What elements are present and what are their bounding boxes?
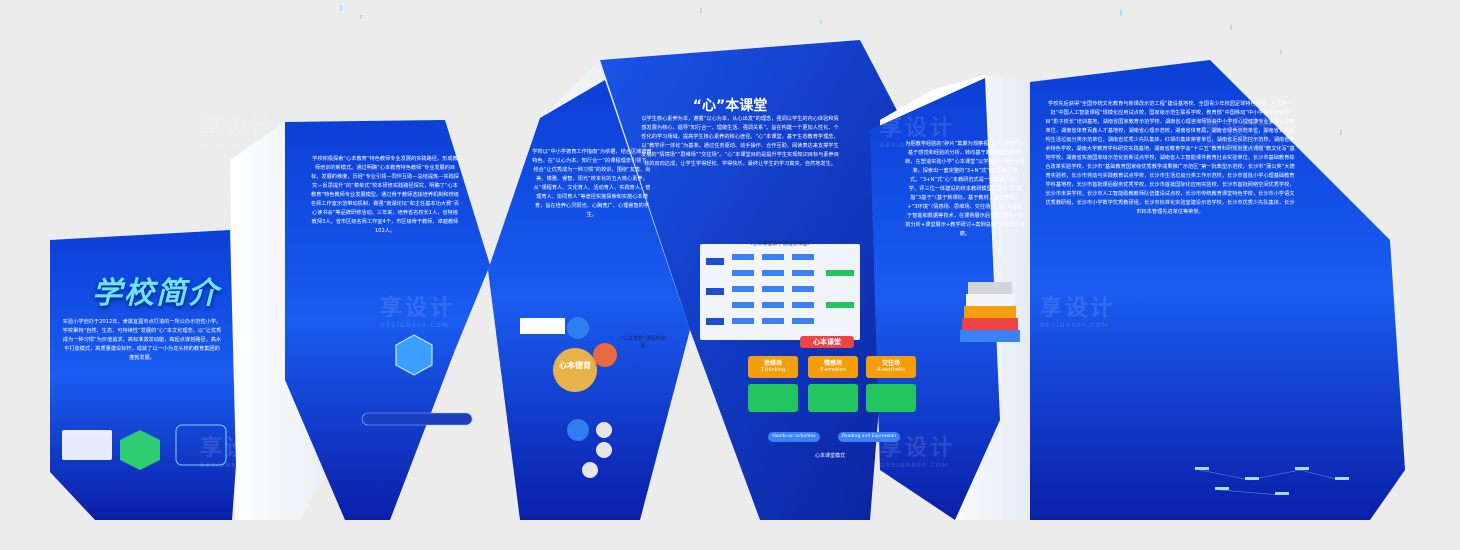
bottom-left-label: Hands-on activities xyxy=(768,432,820,442)
moral-diagram-center: 心本德育 xyxy=(559,361,591,370)
flowchart-caption: 《心本课堂教学流程思维图》 xyxy=(747,241,813,247)
watermark-text: 享设计 xyxy=(200,116,276,141)
watermark: 享设计 DESIGN006.COM xyxy=(380,290,455,329)
panel-3-body: 学校以“中小学德育工作指南”为依据，结合区域德育特色，在“以心为本，知行合一”的… xyxy=(532,149,652,218)
bottom-right-label: Reading and Expression xyxy=(838,432,900,442)
panel-4-title: “心”本课堂 xyxy=(692,98,768,114)
watermark: 享设计 DESIGN006.COM xyxy=(880,110,955,149)
field-en: A-aesthetic xyxy=(876,367,906,373)
watermark-text: 享设计 xyxy=(380,296,456,321)
field-en: T-thinking xyxy=(760,367,786,373)
green-box-1 xyxy=(748,384,798,412)
field-en: E-emotion xyxy=(820,367,846,373)
bottom-caption: 心本课堂模式 xyxy=(814,453,845,459)
watermark-sub: DESIGN006.COM xyxy=(880,462,949,469)
panel-4-body: 以学生核心素养为本，遵循“以心为本，从心出发”的理念，强调以学生的内心体验和情感… xyxy=(641,116,839,167)
watermark: 享设计 DESIGN006.COM xyxy=(1200,110,1275,149)
panel-1-body: 实验小学创办于2012年，隶属宜昌市点打造的一所公办示范性小学。学校秉持“自然、… xyxy=(62,319,222,361)
watermark-sub: DESIGN006.COM xyxy=(880,142,949,149)
moral-diagram-caption: “心本德育”课程构架图 xyxy=(620,336,666,349)
watermark-sub: DESIGN006.COM xyxy=(380,322,449,329)
watermark-sub: DESIGN006.COM xyxy=(1040,322,1109,329)
field-cn: 交往场 xyxy=(881,360,900,367)
watermark-text: 享设计 xyxy=(1200,116,1276,141)
green-box-3 xyxy=(866,384,916,412)
class-center-label: 心本课堂 xyxy=(800,336,854,348)
panel-6-body: 学校先后获得“全国传统文化教育与新课改示范工程”建设基地校、全国青少年校园足球特… xyxy=(1045,101,1295,215)
watermark-text: 享设计 xyxy=(1040,296,1116,321)
watermark: 享设计 DESIGN006.COM xyxy=(200,430,275,469)
green-box-2 xyxy=(808,384,858,412)
watermark-sub: DESIGN006.COM xyxy=(1200,142,1269,149)
panel-6-shape xyxy=(1030,60,1405,520)
watermark: 享设计 DESIGN006.COM xyxy=(1040,290,1115,329)
watermark-sub: DESIGN006.COM xyxy=(200,462,269,469)
watermark: 享设计 DESIGN006.COM xyxy=(200,110,275,149)
moral-center-circle xyxy=(553,348,597,392)
panel-3-shape xyxy=(488,80,690,520)
panel-2-body: 学校积极探索“心本教育”特色教师专业发展的实践路径，形成教师培训的新模式。通过明… xyxy=(310,156,460,234)
panel-2-shape xyxy=(285,120,490,520)
panel-1-title: 学校简介 xyxy=(92,276,220,311)
field-cn: 情感场 xyxy=(823,360,842,367)
field-cn: 思维场 xyxy=(763,360,782,367)
field-thinking: 思维场 T-thinking xyxy=(748,356,798,378)
field-emotion: 情感场 E-emotion xyxy=(808,356,858,378)
panel-5-body: 为把教学经验的“碎片”集聚为观察视角，引导教师从基于感觉和经验的分析，转向基于数… xyxy=(905,141,1025,237)
field-aesthetic: 交往场 A-aesthetic xyxy=(866,356,916,378)
watermark-text: 享设计 xyxy=(200,436,276,461)
watermark-text: 享设计 xyxy=(880,116,956,141)
watermark-sub: DESIGN006.COM xyxy=(200,142,269,149)
